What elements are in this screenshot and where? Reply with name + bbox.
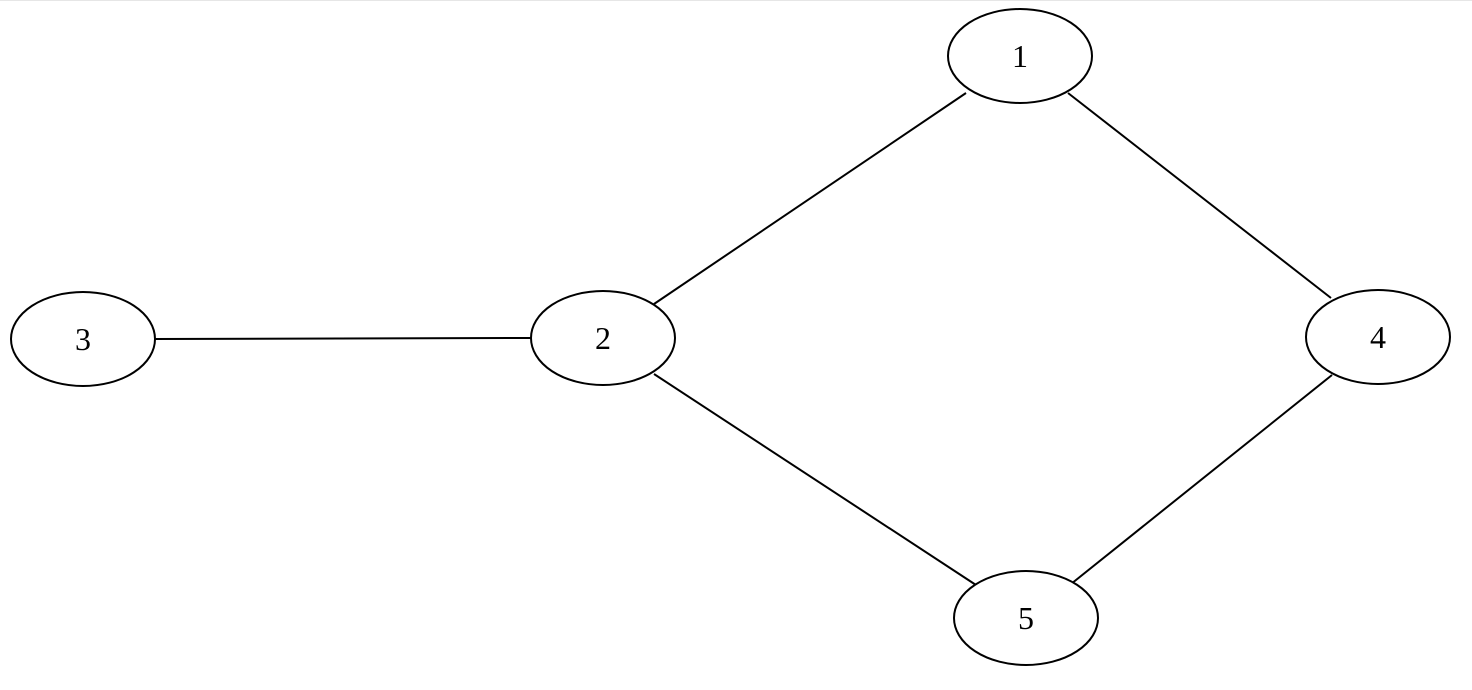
- node-1: 1: [947, 8, 1093, 104]
- edges: [154, 92, 1333, 586]
- nodes: 1 2 3 4 5: [10, 8, 1451, 666]
- node-4: 4: [1305, 289, 1451, 385]
- node-3-shape: [10, 291, 156, 387]
- node-5-label: 5: [1018, 600, 1034, 636]
- node-2: 2: [530, 290, 676, 386]
- node-3-label: 3: [75, 321, 91, 357]
- edge-2-1-line: [653, 92, 967, 305]
- edge-5-4: [1070, 374, 1333, 585]
- edge-3-2: [154, 337, 532, 340]
- node-5-shape: [953, 570, 1099, 666]
- node-4-label: 4: [1370, 319, 1386, 355]
- node-2-label: 2: [595, 320, 611, 356]
- node-5: 5: [953, 570, 1099, 666]
- edge-1-4: [1067, 92, 1332, 299]
- node-2-shape: [530, 290, 676, 386]
- node-1-shape: [947, 8, 1093, 104]
- node-3: 3: [10, 291, 156, 387]
- edge-2-5: [653, 373, 977, 586]
- node-4-shape: [1305, 289, 1451, 385]
- node-1-label: 1: [1012, 38, 1028, 74]
